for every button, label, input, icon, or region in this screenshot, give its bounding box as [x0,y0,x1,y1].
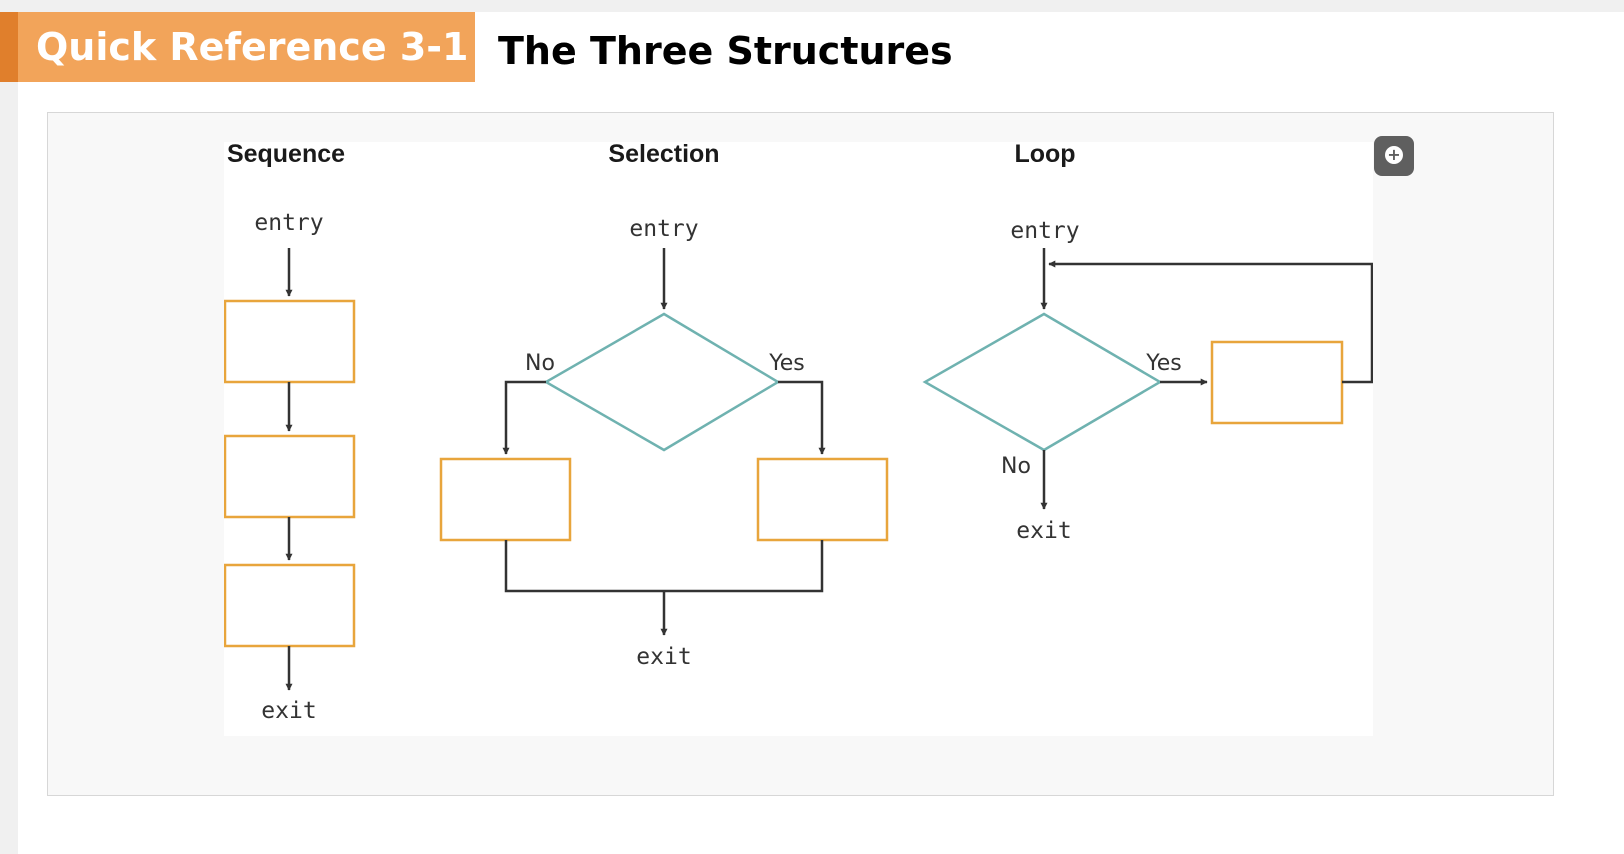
reference-badge [0,12,475,82]
selection-entry-label: entry [629,216,698,242]
selection-no-arrow [502,380,546,455]
sequence-entry-label: entry [254,210,323,236]
selection-structure: Selection entry No Yes exit [439,142,889,670]
top-strip [0,0,1624,12]
structures-diagram: Sequence entry exit Selection entry No Y… [224,142,1373,736]
reference-badge-label: Quick Reference 3-1 [36,25,469,69]
sequence-exit-label: exit [261,698,316,724]
selection-heading: Selection [608,142,719,168]
selection-decision-diamond [543,312,781,452]
selection-no-label: No [525,351,555,376]
loop-heading: Loop [1014,142,1075,168]
sequence-heading: Sequence [227,142,345,168]
expand-figure-button[interactable]: + [1374,136,1414,176]
page-title: The Three Structures [498,29,953,73]
selection-exit-label: exit [636,644,691,670]
loop-exit-label: exit [1016,518,1071,544]
loop-decision-diamond [922,312,1163,452]
selection-merge-line [504,540,824,593]
loop-body-box [1210,340,1344,425]
loop-return-arrow [1048,260,1373,384]
sequence-step-3 [224,563,356,648]
loop-yes-label: Yes [1145,351,1182,376]
sequence-step-1 [224,299,356,384]
loop-entry-label: entry [1010,218,1079,244]
selection-yes-arrow [778,380,826,455]
selection-no-box [439,457,572,542]
sequence-structure: Sequence entry exit [224,142,356,724]
selection-yes-label: Yes [768,351,805,376]
plus-icon: + [1387,145,1401,164]
loop-structure: Loop entry Yes No exit [922,142,1373,544]
loop-no-label: No [1001,454,1031,479]
sequence-step-2 [224,434,356,519]
left-rail [0,12,18,854]
selection-yes-box [756,457,889,542]
